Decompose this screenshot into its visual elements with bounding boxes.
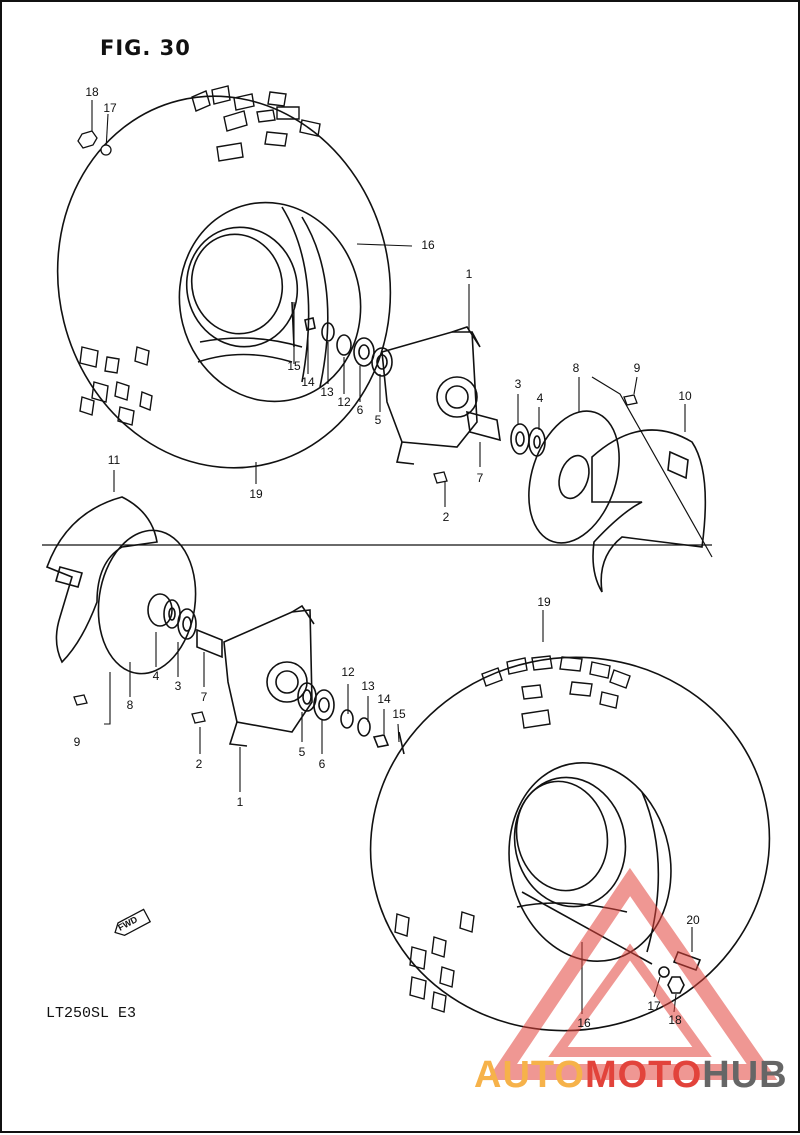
top-bearings (291, 301, 546, 457)
callout-6-top: 6 (356, 403, 364, 417)
top-tire-treads (79, 85, 321, 426)
callout-14-top: 14 (301, 375, 315, 389)
leader-lines (91, 100, 693, 1014)
callout-3-bottom: 3 (174, 679, 182, 693)
bottom-tire-treads (394, 655, 631, 1013)
callout-20: 20 (686, 913, 700, 927)
callout-5-top: 5 (374, 413, 382, 427)
callout-12-bottom: 12 (341, 665, 355, 679)
model-code: LT250SL E3 (46, 1005, 137, 1022)
callout-10: 10 (678, 389, 692, 403)
callout-12-top: 12 (337, 395, 351, 409)
watermark-part-2: MOTO (584, 1054, 703, 1096)
top-disc (528, 410, 620, 544)
callout-16-top: 16 (421, 238, 435, 252)
callout-8-bottom: 8 (126, 698, 134, 712)
callout-6-bottom: 6 (318, 757, 326, 771)
callout-17-bottom: 17 (647, 999, 661, 1013)
callout-7-top: 7 (476, 471, 484, 485)
callout-11: 11 (107, 453, 121, 467)
callout-19-top: 19 (249, 487, 263, 501)
callout-2-top: 2 (442, 510, 450, 524)
callout-13-top: 13 (320, 385, 334, 399)
callout-13-bottom: 13 (361, 679, 375, 693)
callout-15-bottom: 15 (392, 707, 406, 721)
figure-title: FIG. 30 (100, 36, 191, 60)
bottom-disc-cover (45, 496, 158, 664)
watermark-logo (486, 867, 778, 1080)
callout-18-top: 18 (85, 85, 99, 99)
bottom-bolt-9 (73, 694, 88, 706)
callout-9-bottom: 9 (73, 735, 81, 749)
bottom-disc (97, 529, 197, 675)
top-disc-cover (591, 429, 707, 593)
top-tire (56, 95, 392, 469)
callout-4-top: 4 (536, 391, 544, 405)
callout-1-top: 1 (465, 267, 473, 281)
callout-15-top: 15 (287, 359, 301, 373)
watermark-part-1: AUTO (474, 1054, 585, 1096)
callout-8-top: 8 (572, 361, 580, 375)
callout-5-bottom: 5 (298, 745, 306, 759)
top-nut-18 (77, 130, 98, 149)
bottom-bolt-2 (191, 711, 206, 724)
callout-19-bottom: 19 (537, 595, 551, 609)
top-bolt-9 (623, 394, 638, 406)
bottom-tire (369, 656, 771, 1032)
callout-14-bottom: 14 (377, 692, 391, 706)
callout-4-bottom: 4 (152, 669, 160, 683)
callout-2-bottom: 2 (195, 757, 203, 771)
bottom-bearings (163, 599, 405, 755)
callout-16-bottom: 16 (577, 1016, 591, 1030)
callout-1-bottom: 1 (236, 795, 244, 809)
bottom-hub (223, 604, 315, 747)
callout-3-top: 3 (514, 377, 522, 391)
top-bolt-2 (433, 471, 448, 484)
watermark-text: AUTOMOTOHUB (474, 1054, 788, 1097)
watermark-part-3: HUB (702, 1054, 788, 1096)
callout-7-bottom: 7 (200, 690, 208, 704)
callout-17-top: 17 (103, 101, 117, 115)
callout-9-top: 9 (633, 361, 641, 375)
fwd-arrow-icon (114, 908, 152, 937)
callout-18-bottom: 18 (668, 1013, 682, 1027)
top-hub (381, 326, 481, 465)
top-washer-17 (100, 144, 112, 156)
fwd-arrow: FWD (110, 907, 152, 941)
